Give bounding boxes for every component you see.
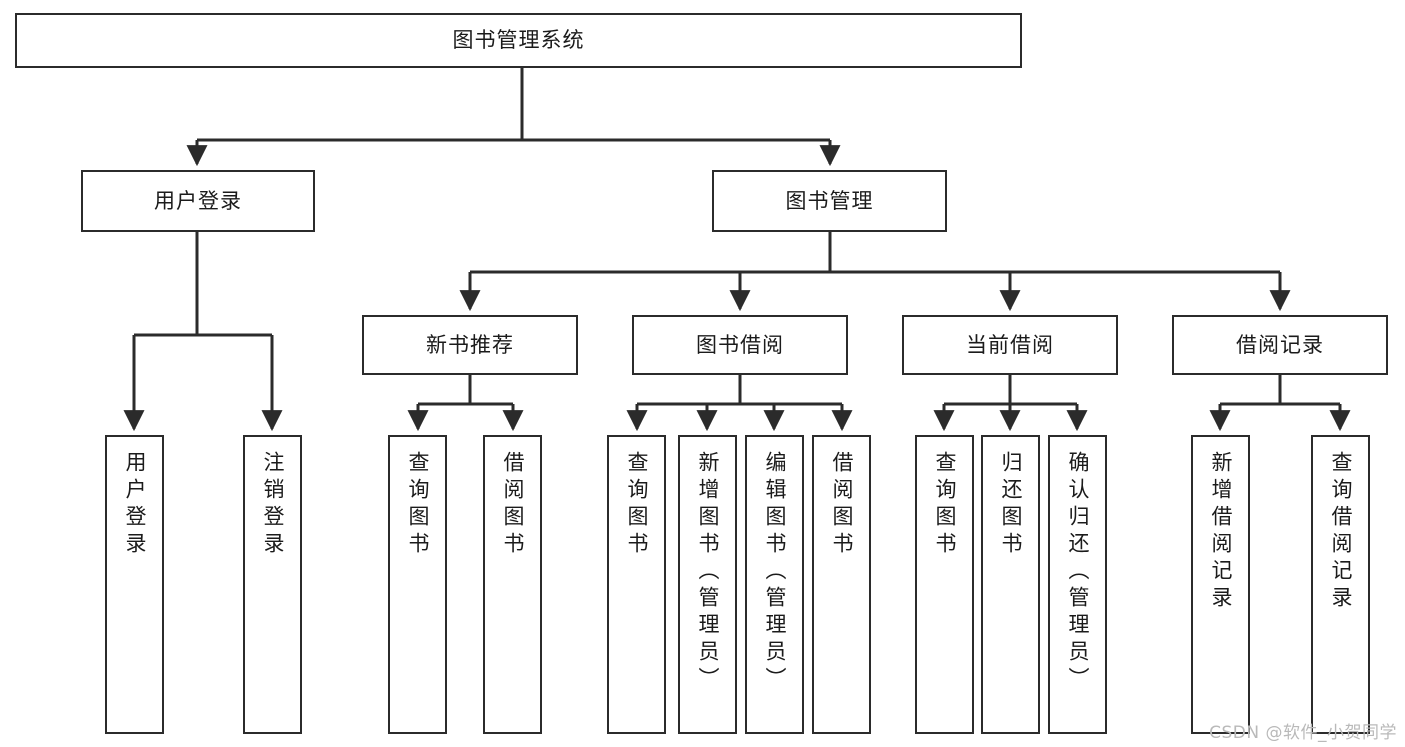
node-leaf-query-book-3[interactable]: 查询图书: [915, 435, 974, 734]
node-leaf-edit-book-label: 编辑图书（管理员）: [763, 451, 787, 694]
node-book-manage[interactable]: 图书管理: [712, 170, 947, 232]
node-user-login[interactable]: 用户登录: [81, 170, 315, 232]
node-leaf-user-login[interactable]: 用户登录: [105, 435, 164, 734]
node-leaf-add-book[interactable]: 新增图书（管理员）: [678, 435, 737, 734]
node-book-borrow[interactable]: 图书借阅: [632, 315, 848, 375]
node-leaf-add-record[interactable]: 新增借阅记录: [1191, 435, 1250, 734]
node-leaf-query-book-2-label: 查询图书: [625, 451, 649, 559]
node-current-borrow-label: 当前借阅: [966, 332, 1054, 357]
node-leaf-query-book-1[interactable]: 查询图书: [388, 435, 447, 734]
node-leaf-return-book-label: 归还图书: [999, 451, 1023, 559]
node-leaf-query-book-2[interactable]: 查询图书: [607, 435, 666, 734]
node-leaf-borrow-book-1-label: 借阅图书: [501, 451, 525, 559]
node-leaf-borrow-book-1[interactable]: 借阅图书: [483, 435, 542, 734]
node-leaf-borrow-book-2[interactable]: 借阅图书: [812, 435, 871, 734]
csdn-watermark: CSDN @软件_小贺同学: [1209, 723, 1397, 743]
node-leaf-query-record-label: 查询借阅记录: [1329, 451, 1353, 613]
node-book-manage-label: 图书管理: [785, 188, 874, 213]
node-leaf-edit-book[interactable]: 编辑图书（管理员）: [745, 435, 804, 734]
node-leaf-query-book-3-label: 查询图书: [933, 451, 957, 559]
node-leaf-confirm-return[interactable]: 确认归还（管理员）: [1048, 435, 1107, 734]
node-new-book-recommend[interactable]: 新书推荐: [362, 315, 578, 375]
node-current-borrow[interactable]: 当前借阅: [902, 315, 1118, 375]
node-root-label: 图书管理系统: [452, 28, 585, 53]
node-leaf-borrow-book-2-label: 借阅图书: [830, 451, 854, 559]
node-leaf-user-login-label: 用户登录: [123, 451, 147, 559]
node-leaf-add-book-label: 新增图书（管理员）: [696, 451, 720, 694]
node-leaf-query-book-1-label: 查询图书: [406, 451, 430, 559]
node-new-book-recommend-label: 新书推荐: [426, 332, 514, 357]
node-borrow-record-label: 借阅记录: [1236, 332, 1324, 357]
node-leaf-logout-login-label: 注销登录: [261, 451, 285, 559]
node-borrow-record[interactable]: 借阅记录: [1172, 315, 1388, 375]
node-leaf-confirm-return-label: 确认归还（管理员）: [1066, 451, 1090, 694]
node-leaf-add-record-label: 新增借阅记录: [1209, 451, 1233, 613]
node-book-borrow-label: 图书借阅: [696, 332, 784, 357]
node-user-login-label: 用户登录: [154, 188, 242, 213]
node-leaf-logout-login[interactable]: 注销登录: [243, 435, 302, 734]
node-leaf-query-record[interactable]: 查询借阅记录: [1311, 435, 1370, 734]
node-root[interactable]: 图书管理系统: [15, 13, 1022, 68]
node-leaf-return-book[interactable]: 归还图书: [981, 435, 1040, 734]
